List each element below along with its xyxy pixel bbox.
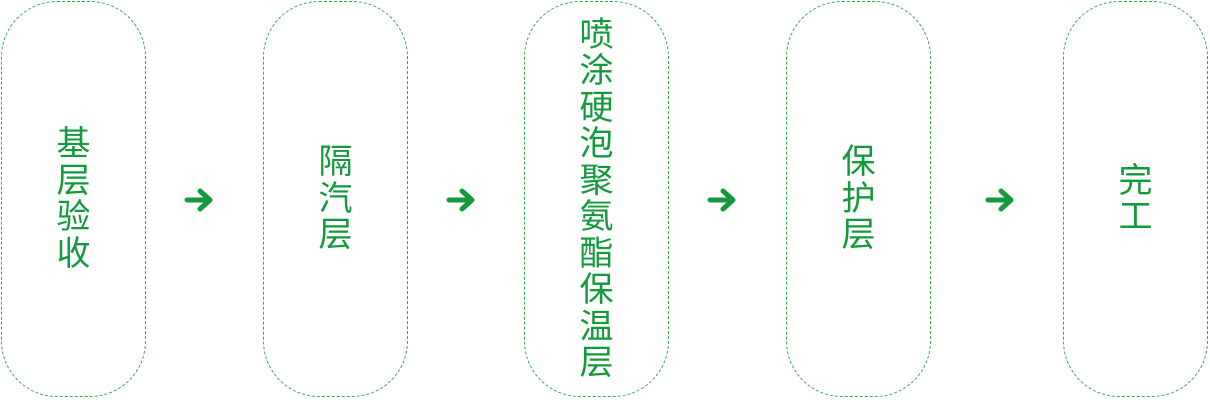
step-label: 保护层: [841, 142, 876, 256]
step-label: 隔汽层: [318, 142, 353, 256]
arrow-right-icon: [184, 188, 213, 212]
arrow-right-icon: [446, 188, 475, 212]
step-box-completion: 完工: [1063, 1, 1208, 397]
step-label: 完工: [1118, 160, 1153, 237]
step-box-vapor-barrier: 隔汽层: [263, 1, 408, 397]
step-box-protection-layer: 保护层: [786, 1, 931, 397]
step-box-substrate-acceptance: 基层验收: [1, 1, 146, 397]
step-label: 喷涂硬泡聚氨酯保温层: [579, 14, 614, 383]
arrow-right-icon: [707, 188, 736, 212]
step-label: 基层验收: [56, 124, 91, 274]
arrow-right-icon: [985, 188, 1014, 212]
step-box-spray-pu-insulation: 喷涂硬泡聚氨酯保温层: [524, 1, 669, 397]
